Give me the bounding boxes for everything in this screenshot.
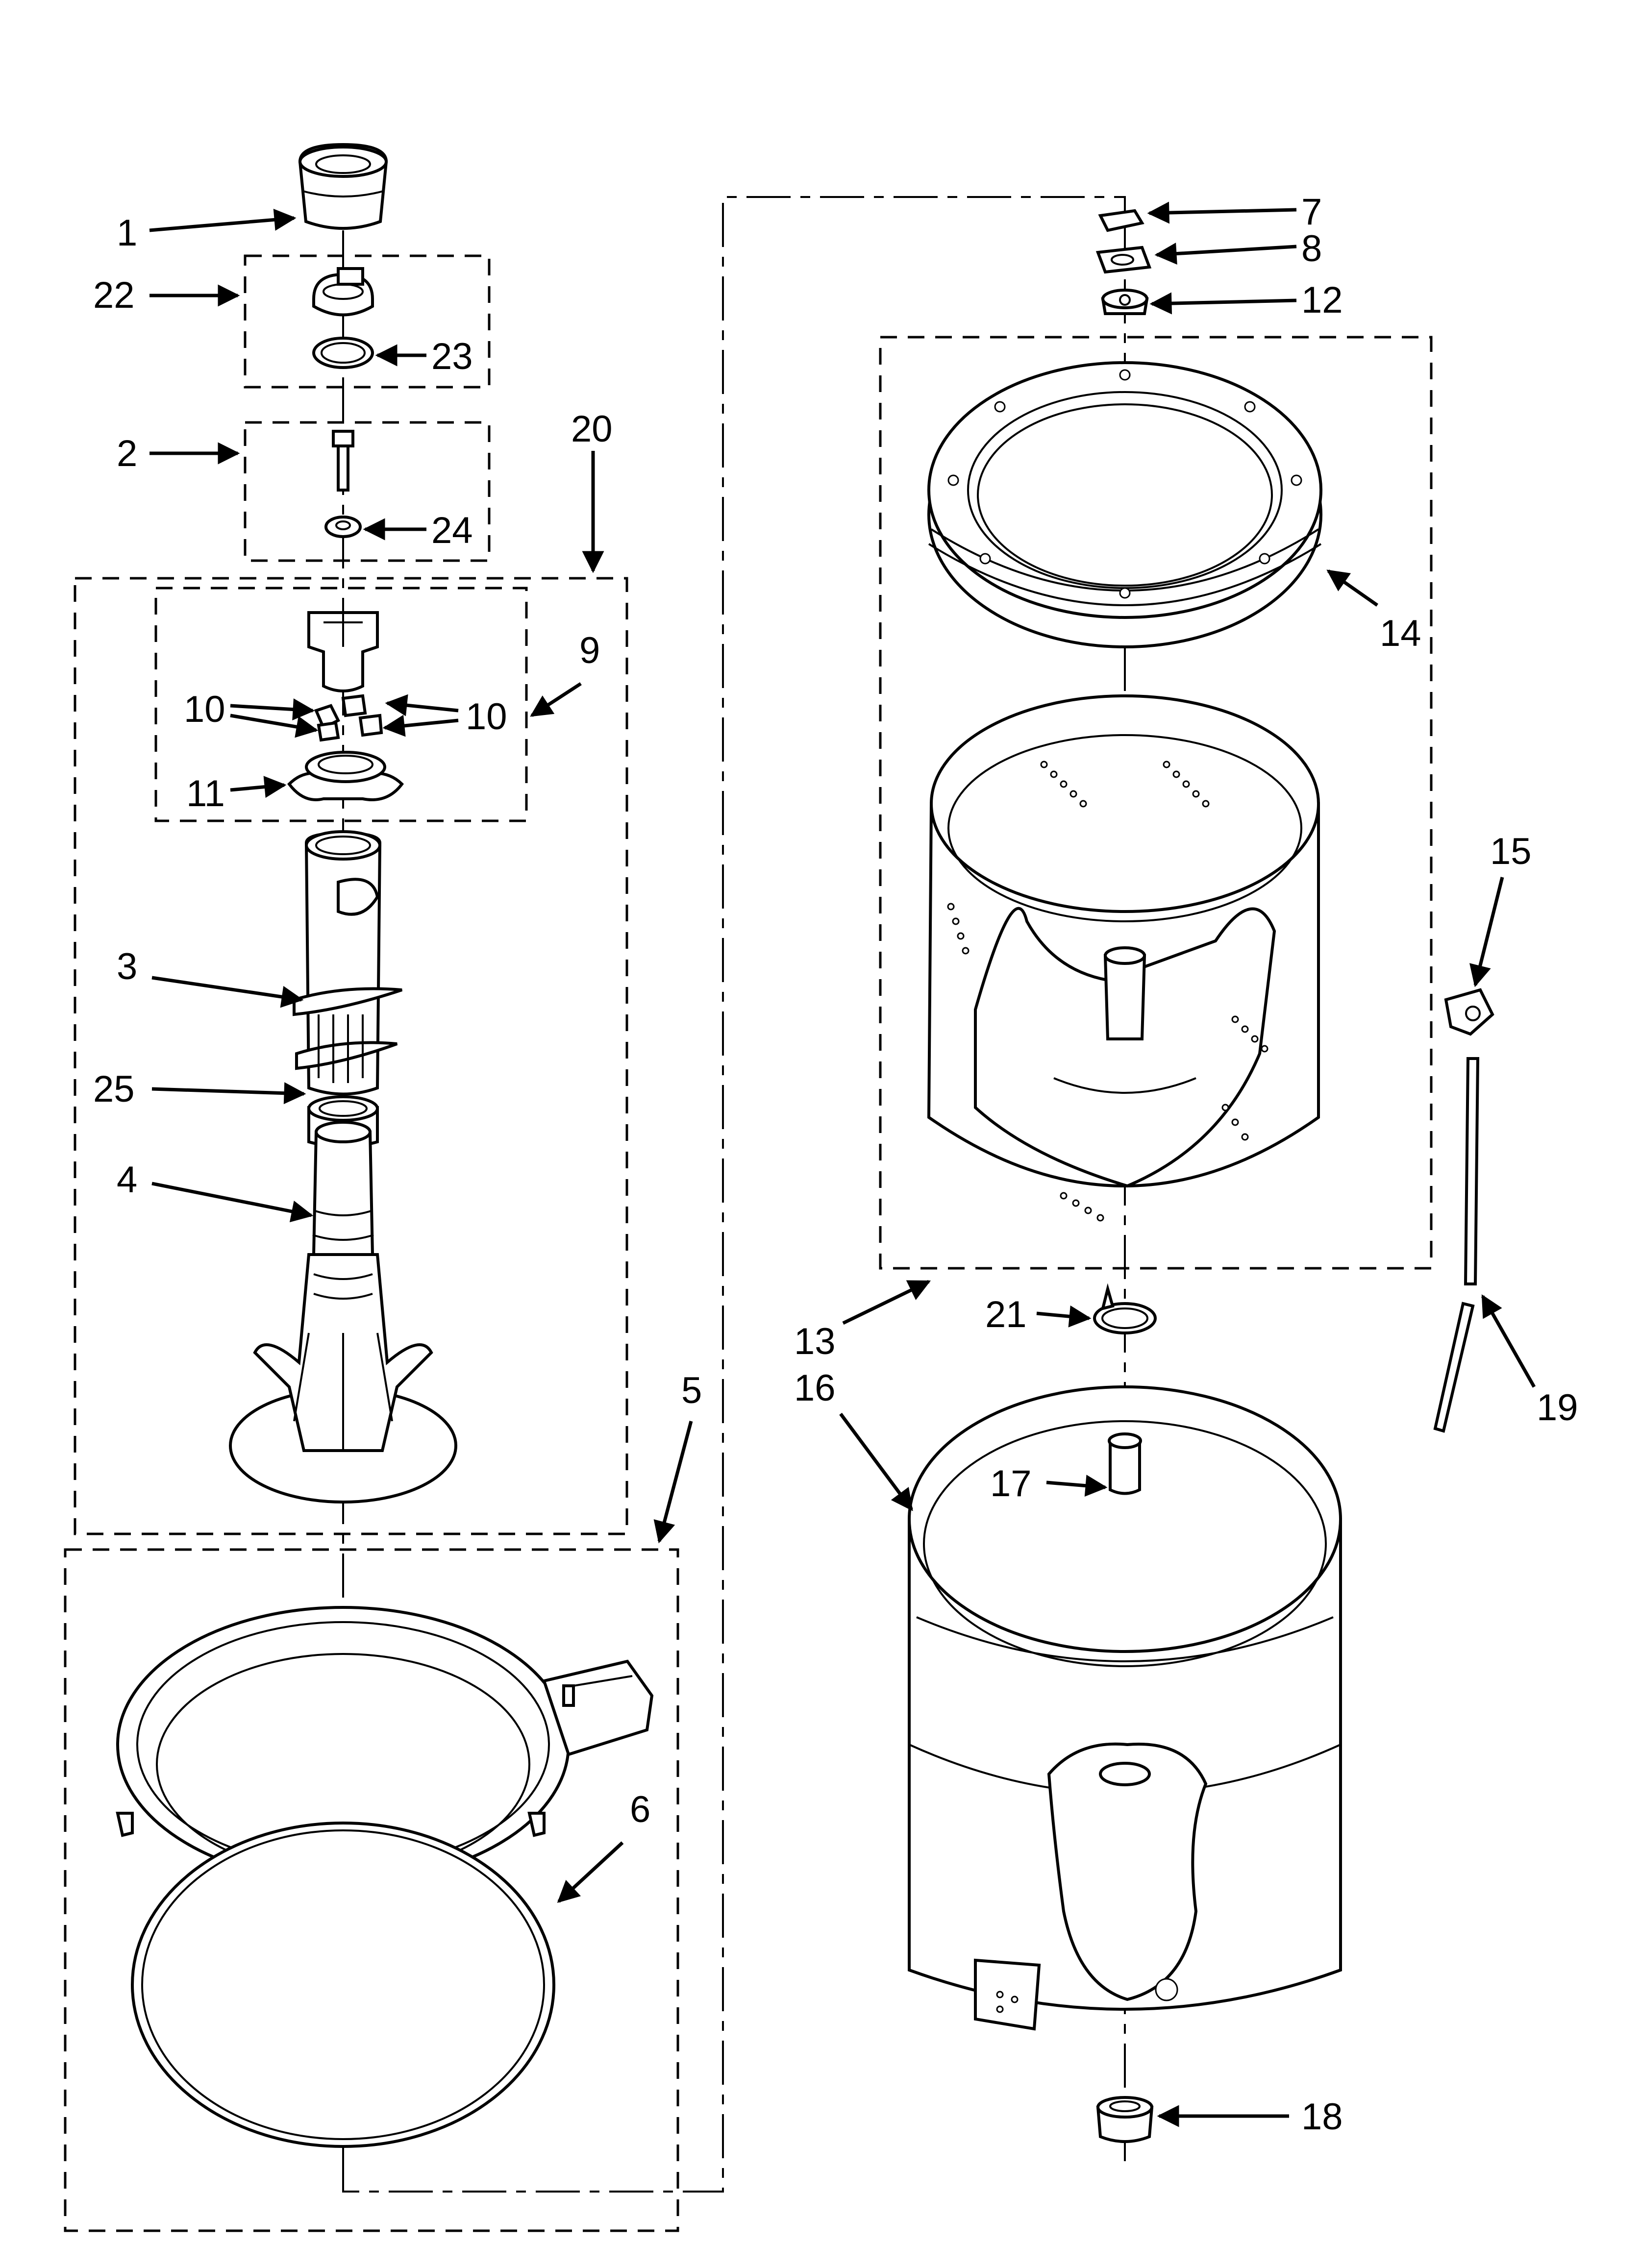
part-label-25: 25: [93, 1068, 135, 1110]
part-23-ring: [312, 337, 374, 369]
part-label-13: 13: [794, 1321, 836, 1362]
part-9-cog: [307, 611, 379, 692]
part-label-1: 1: [117, 212, 138, 254]
part-label-12: 12: [1301, 279, 1343, 321]
part-7: [1098, 209, 1144, 232]
group-box-5: [64, 1548, 679, 2232]
part-label-4: 4: [117, 1159, 138, 1201]
part-24-washer: [324, 516, 362, 538]
part-label-2: 2: [117, 433, 138, 474]
part-21-ring: [1093, 1283, 1157, 1334]
part-17: [1108, 1432, 1142, 1495]
part-8: [1095, 246, 1152, 274]
part-label-3: 3: [117, 946, 138, 987]
part-16-outer-tub: [908, 1385, 1342, 2031]
part-6-ring: [131, 1822, 555, 2148]
part-label-15: 15: [1490, 831, 1532, 872]
part-label-10-left: 10: [184, 689, 225, 730]
part-label-20: 20: [571, 408, 613, 450]
part-label-19: 19: [1537, 1387, 1578, 1429]
group-box-2: [244, 421, 491, 562]
part-14-balance-ring: [927, 361, 1322, 648]
part-label-23: 23: [431, 336, 473, 377]
part-label-6: 6: [630, 1789, 651, 1830]
group-box-20: [74, 577, 628, 1535]
basket: [927, 694, 1320, 1222]
part-label-10-right: 10: [466, 696, 507, 738]
part-label-16: 16: [794, 1367, 836, 1409]
part-2-bolt: [332, 430, 354, 492]
part-label-5: 5: [681, 1370, 702, 1411]
part-15-clip: [1444, 988, 1494, 1036]
part-10-dogs: [314, 694, 383, 742]
part-label-24: 24: [431, 510, 473, 551]
group-box-13: [879, 336, 1433, 1270]
part-label-14: 14: [1380, 613, 1421, 654]
part-1-cap: [298, 143, 388, 230]
part-12-nut: [1101, 289, 1149, 315]
part-label-7: 7: [1301, 191, 1322, 233]
part-label-9: 9: [579, 630, 600, 671]
part-label-18: 18: [1301, 2096, 1343, 2138]
connector-line: [342, 196, 1126, 2193]
part-3-auger: [293, 830, 402, 1096]
part-11: [287, 751, 404, 801]
part-22: [312, 267, 374, 317]
part-18: [1096, 2096, 1154, 2143]
part-label-17: 17: [990, 1463, 1032, 1504]
part-4-agitator: [229, 1121, 457, 1504]
part-19-hose: [1433, 1057, 1480, 1433]
part-label-11: 11: [186, 773, 225, 814]
group-box-22: [244, 254, 491, 389]
leader-arrows: [149, 201, 1536, 2127]
part-label-8: 8: [1301, 228, 1322, 270]
part-label-21: 21: [985, 1294, 1027, 1335]
part-label-22: 22: [93, 274, 135, 316]
